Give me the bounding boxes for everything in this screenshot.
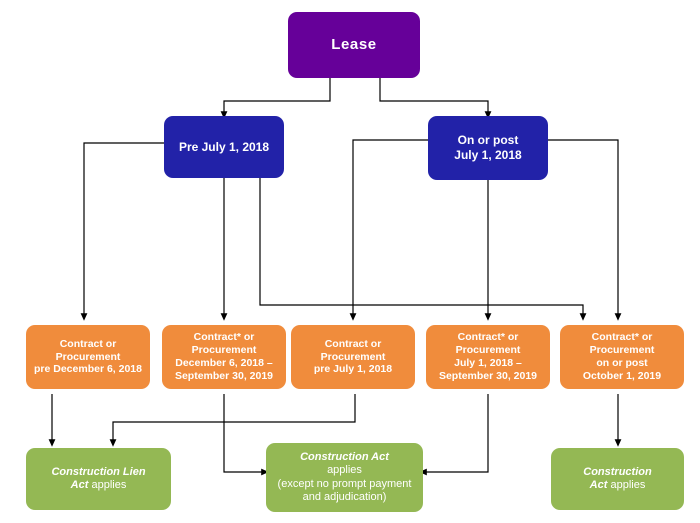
text-line: pre July 1, 2018: [313, 363, 393, 376]
node-construction-lien-act[interactable]: Construction Lien Act applies: [26, 448, 171, 510]
text-line: Construction Lien: [30, 466, 167, 479]
text-line: Contract* or: [591, 331, 653, 344]
connector-lease-to-pre-july: [220, 78, 331, 119]
text-italic: Construction Act: [300, 450, 389, 463]
text-line: Procurement: [320, 350, 386, 363]
text-line: Contract* or: [457, 331, 519, 344]
text-line: applies: [327, 464, 362, 477]
text-line: December 6, 2018 –: [175, 357, 273, 369]
node-construction-act-except[interactable]: Construction Act applies (except no prom…: [266, 443, 423, 512]
text-line: Contract* or: [193, 331, 255, 344]
node-contract-pre-july-2018-label: Contract or Procurement pre July 1, 2018: [291, 338, 415, 376]
text-italic: Act: [589, 479, 608, 491]
node-contract-dec-2018-sep-2019-label: Contract* or Procurement December 6, 201…: [162, 331, 286, 382]
text-italic: Act: [70, 479, 89, 491]
text-line: pre December 6, 2018: [34, 363, 142, 376]
text-line: Construction Act: [270, 451, 419, 464]
text-line: October 1, 2019: [582, 369, 662, 382]
node-contract-pre-july-2018[interactable]: Contract or Procurement pre July 1, 2018: [291, 325, 415, 389]
text-italic: Construction Lien: [51, 465, 146, 478]
node-contract-pre-dec-2018-label: Contract or Procurement pre December 6, …: [26, 338, 150, 376]
text-line: July 1, 2018 –: [454, 357, 522, 369]
node-contract-july-2018-sep-2019-label: Contract* or Procurement July 1, 2018 – …: [426, 331, 550, 382]
connector-pre-july-to-box1: [80, 142, 166, 321]
node-construction-act-label: Construction Act applies: [551, 466, 684, 493]
text-line: Procurement: [455, 344, 521, 357]
text-line: Act applies: [30, 479, 167, 492]
node-on-or-post-july-2018-label: On or post July 1, 2018: [428, 133, 548, 162]
node-contract-july-2018-sep-2019[interactable]: Contract* or Procurement July 1, 2018 – …: [426, 325, 550, 389]
text-line: September 30, 2019: [438, 369, 538, 382]
text-line: and adjudication): [302, 490, 387, 503]
connector-box3-to-construction-act-except: [224, 394, 356, 423]
text-line: on or post: [596, 357, 648, 369]
text-regular: applies: [607, 479, 646, 491]
node-construction-lien-act-label: Construction Lien Act applies: [26, 466, 171, 493]
connector-box2-to-construction-act-except: [223, 422, 269, 476]
text-line: Procurement: [191, 344, 257, 357]
node-pre-july-2018-label: Pre July 1, 2018: [164, 140, 284, 155]
connector-lease-to-post-july: [379, 78, 492, 119]
text-line: September 30, 2019: [174, 369, 274, 382]
node-construction-act[interactable]: Construction Act applies: [551, 448, 684, 510]
node-on-or-post-july-2018[interactable]: On or post July 1, 2018: [428, 116, 548, 180]
connector-pre-july-to-box5: [259, 178, 587, 321]
connector-box4-to-construction-act-except: [419, 394, 489, 476]
node-contract-post-oct-2019-label: Contract* or Procurement on or post Octo…: [560, 331, 684, 382]
node-pre-july-2018[interactable]: Pre July 1, 2018: [164, 116, 284, 178]
connector-post-july-to-box3: [349, 139, 430, 321]
text-line: On or post: [457, 133, 519, 148]
text-line: Contract or: [59, 337, 117, 350]
text-italic: Construction: [583, 465, 652, 478]
text-line: July 1, 2018: [454, 148, 522, 162]
node-contract-post-oct-2019[interactable]: Contract* or Procurement on or post Octo…: [560, 325, 684, 389]
node-lease[interactable]: Lease: [288, 12, 420, 78]
connector-post-july-to-box5: [546, 139, 622, 321]
node-contract-dec-2018-sep-2019[interactable]: Contract* or Procurement December 6, 201…: [162, 325, 286, 389]
text-line: (except no prompt payment: [277, 477, 412, 490]
text-line: Pre July 1, 2018: [178, 139, 270, 154]
text-line: Procurement: [589, 344, 655, 357]
text-line: Contract or: [324, 337, 382, 350]
text-line: Act applies: [555, 479, 680, 492]
node-construction-act-except-label: Construction Act applies (except no prom…: [266, 451, 423, 505]
node-contract-pre-dec-2018[interactable]: Contract or Procurement pre December 6, …: [26, 325, 150, 389]
text-line: Procurement: [55, 350, 121, 363]
node-lease-label: Lease: [331, 35, 377, 53]
connector-box2-to-lien-act: [109, 394, 225, 447]
text-regular: applies: [88, 479, 127, 491]
text-line: Construction: [555, 466, 680, 479]
